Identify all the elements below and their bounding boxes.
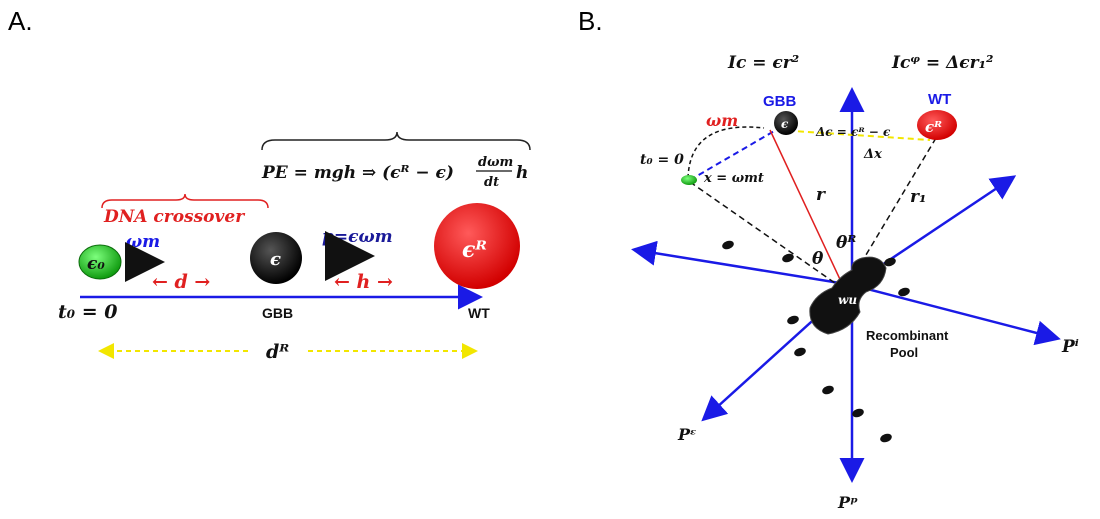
wt-label-b: WT xyxy=(928,91,951,108)
gbb-label-a: GBB xyxy=(262,305,293,321)
wt-label-a: WT xyxy=(468,305,490,321)
panel-b-label: B. xyxy=(578,6,603,36)
crossover-brace xyxy=(101,193,269,209)
axis-label-pi: Pⁱ xyxy=(1061,337,1079,357)
pe-frac-numerator: dωm xyxy=(478,155,513,170)
pe-h: h xyxy=(516,163,528,183)
pe-equation: PE = mgh ⇒ (ϵᴿ − ϵ) xyxy=(261,163,454,183)
epsilonR-label-b: ϵᴿ xyxy=(925,118,942,136)
t0-label-b: t₀ = 0 xyxy=(640,152,684,168)
crossover-label: DNA crossover xyxy=(103,207,245,227)
epsilonR-ball-a xyxy=(434,203,520,289)
r1-label: r₁ xyxy=(910,187,926,207)
delta-eps-label: Δϵ = ϵᴿ − ϵ xyxy=(815,125,891,139)
pe-frac-denominator: dt xyxy=(484,175,499,190)
x-line xyxy=(689,129,777,181)
theta-label: θ xyxy=(812,249,824,269)
delta-x-line xyxy=(777,129,931,141)
axis-label-peps: Pᵋ xyxy=(677,425,697,444)
axis-upper-left xyxy=(631,240,853,287)
thetaR-label: θᴿ xyxy=(836,233,856,253)
x-eq-label: x = ωmt xyxy=(703,171,764,186)
dR-label: dᴿ xyxy=(266,341,289,363)
delta-x-label: Δx xyxy=(863,147,882,162)
panel-a-label: A. xyxy=(8,6,33,36)
wu-label: wu xyxy=(838,293,857,307)
ic-equation: Ic = ϵr² xyxy=(727,53,799,73)
recombinant-label: Recombinant xyxy=(866,328,949,343)
epsilon-ball-b xyxy=(774,111,798,135)
epsilon-label-a: ϵ xyxy=(270,249,281,270)
pool-label: Pool xyxy=(890,345,918,360)
t0-to-center xyxy=(689,181,846,291)
axis-lower-right xyxy=(851,283,1061,346)
gbb-label-b: GBB xyxy=(763,93,797,110)
d-label: ← d → xyxy=(152,271,210,293)
epsilonR-label-a: ϵᴿ xyxy=(462,237,487,263)
h-label: ← h → xyxy=(334,271,393,293)
axis-label-ppi: Pᵖ xyxy=(837,493,858,512)
epsilon-ball-a xyxy=(250,232,302,284)
t0-ball-b xyxy=(681,175,697,185)
epsilon0-label: ϵ₀ xyxy=(87,254,105,274)
epsilon0-ball xyxy=(78,244,122,280)
r-line xyxy=(769,129,846,291)
omega-m-label-a: ωm xyxy=(126,232,160,252)
r-label: r xyxy=(816,185,826,205)
pool-dots xyxy=(722,240,910,443)
epsilon-label-b: ϵ xyxy=(781,117,789,131)
pe-brace xyxy=(261,131,531,151)
recombinant-pool-blob xyxy=(809,256,887,335)
icphi-equation: Icᵠ = Δϵr₁² xyxy=(891,53,993,73)
omega-m-label-b: ωm xyxy=(706,111,738,130)
momentum-label: p=ϵωm xyxy=(322,227,393,247)
epsilonR-ball-b xyxy=(917,110,957,140)
t0-label-a: t₀ = 0 xyxy=(58,301,117,323)
